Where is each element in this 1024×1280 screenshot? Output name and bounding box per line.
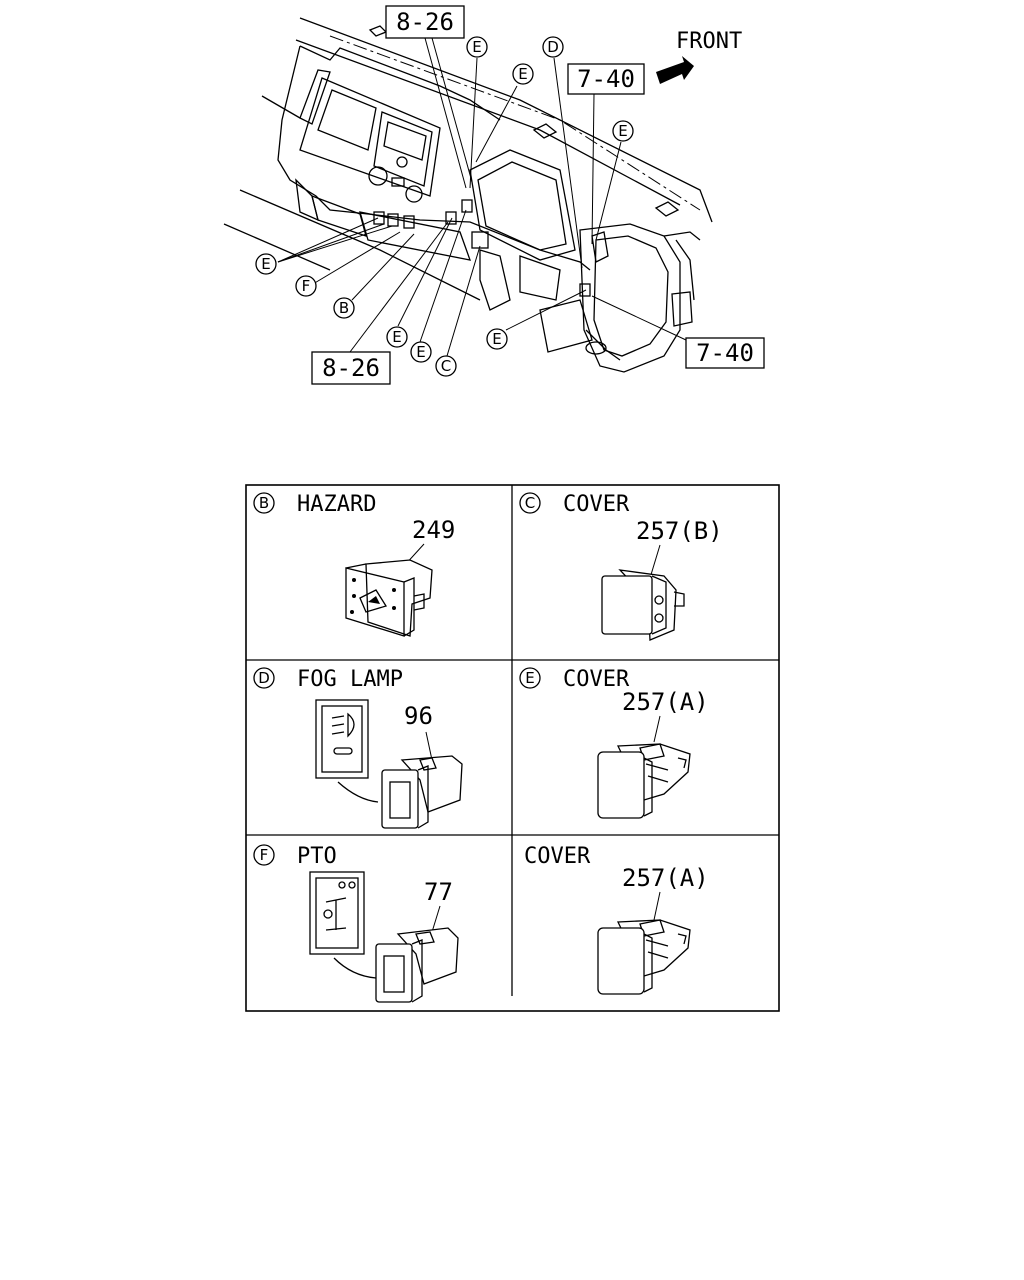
- svg-text:E: E: [392, 328, 401, 346]
- callout-f: F: [295, 275, 317, 297]
- cover-a-icon: [597, 919, 691, 995]
- dashboard-overview: [223, 17, 713, 373]
- ref-box-8-26-top[interactable]: 8-26: [385, 5, 465, 39]
- legend-cell-cover-a-second: COVER 257(A): [524, 844, 709, 995]
- svg-text:C: C: [441, 357, 451, 375]
- svg-text:E: E: [416, 343, 425, 361]
- fog-lamp-switch-icon: [381, 755, 463, 829]
- legend-cell-fog-lamp: D FOG LAMP 96: [253, 667, 463, 829]
- cell-title: COVER: [524, 844, 591, 869]
- svg-text:E: E: [261, 255, 270, 273]
- ref-box-7-40-top[interactable]: 7-40: [567, 63, 645, 95]
- ref-7-40-top-label: 7-40: [577, 65, 635, 93]
- cover-a-icon: [597, 743, 691, 819]
- cell-letter: C: [525, 494, 535, 512]
- leader-lines: [277, 37, 687, 357]
- ref-8-26-top-label: 8-26: [396, 8, 454, 36]
- cell-title: COVER: [563, 667, 630, 692]
- cell-letter: D: [258, 669, 270, 687]
- callout-e2: E: [512, 63, 534, 85]
- legend-cell-hazard: B HAZARD 249: [253, 492, 455, 637]
- cell-title: PTO: [297, 844, 337, 869]
- svg-text:D: D: [547, 38, 559, 56]
- part-number: 77: [424, 878, 453, 906]
- cell-title: HAZARD: [297, 492, 376, 517]
- callout-e7: E: [486, 328, 508, 350]
- fog-lamp-symbol-icon: [315, 699, 369, 779]
- callout-e1: E: [466, 36, 488, 58]
- cover-b-icon: [601, 569, 685, 641]
- callout-b: B: [333, 297, 355, 319]
- svg-text:E: E: [518, 65, 527, 83]
- legend-table: [245, 484, 780, 1012]
- part-number: 257(A): [622, 864, 709, 892]
- callout-d: D: [542, 36, 564, 58]
- legend-cell-cover-a: E COVER 257(A): [519, 667, 709, 819]
- ref-box-7-40-bottom[interactable]: 7-40: [685, 337, 765, 369]
- cell-letter: F: [260, 846, 269, 864]
- cell-letter: B: [259, 494, 269, 512]
- part-number: 249: [412, 516, 455, 544]
- svg-text:E: E: [618, 122, 627, 140]
- front-label: FRONT: [676, 29, 742, 54]
- cell-letter: E: [525, 669, 534, 687]
- hazard-switch-icon: [345, 559, 433, 637]
- part-number: 96: [404, 702, 433, 730]
- part-number: 257(B): [636, 517, 723, 545]
- callout-e3: E: [612, 120, 634, 142]
- ref-box-8-26-bottom[interactable]: 8-26: [311, 351, 391, 385]
- cell-title: FOG LAMP: [297, 667, 403, 692]
- front-arrow-icon: [656, 56, 694, 84]
- svg-text:E: E: [472, 38, 481, 56]
- callout-c: C: [435, 355, 457, 377]
- cell-title: COVER: [563, 492, 630, 517]
- ref-7-40-bottom-label: 7-40: [696, 339, 754, 367]
- ref-8-26-bottom-label: 8-26: [322, 354, 380, 382]
- svg-text:E: E: [492, 330, 501, 348]
- callout-e5: E: [386, 326, 408, 348]
- pto-symbol-icon: [309, 871, 365, 955]
- part-number: 257(A): [622, 688, 709, 716]
- pto-switch-icon: [375, 927, 459, 1003]
- legend-cell-pto: F PTO 77: [253, 844, 459, 1003]
- callout-e6: E: [410, 341, 432, 363]
- svg-text:F: F: [302, 277, 311, 295]
- callout-e4: E: [255, 253, 277, 275]
- svg-text:B: B: [339, 299, 349, 317]
- legend-cell-cover-b: C COVER 257(B): [519, 492, 723, 641]
